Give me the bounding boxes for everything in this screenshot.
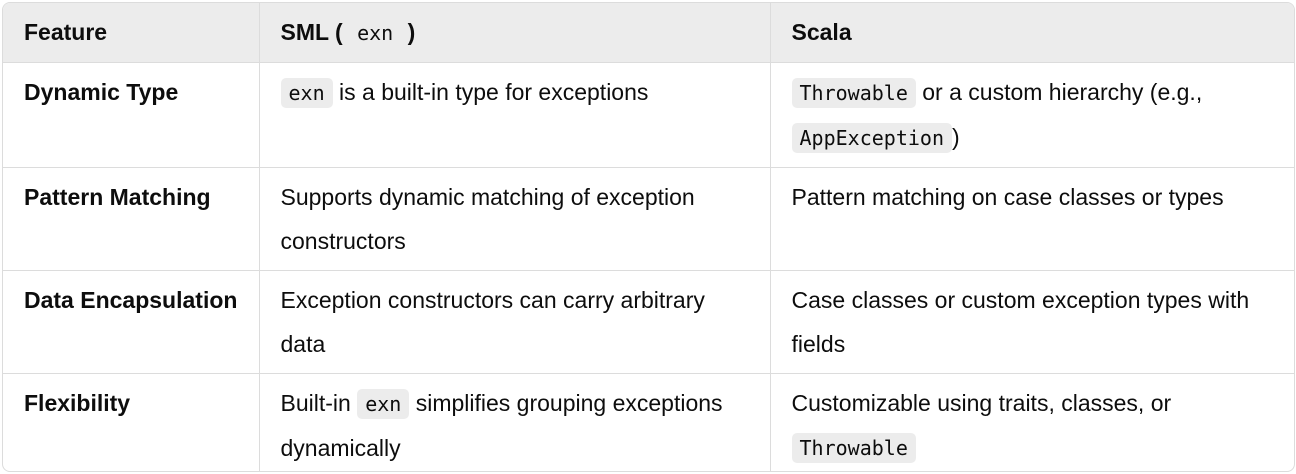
sml-text: simplifies grouping exceptions dynamical… — [280, 390, 723, 461]
header-scala: Scala — [770, 3, 1294, 63]
table-row: Dynamic Type exn is a built-in type for … — [3, 62, 1294, 168]
scala-code: AppException — [791, 123, 952, 153]
scala-text-suffix: ) — [952, 124, 960, 150]
row-scala: Case classes or custom exception types w… — [770, 270, 1294, 374]
header-sml-suffix: ) — [407, 19, 416, 45]
scala-code: Throwable — [791, 433, 916, 463]
row-feature: Flexibility — [3, 373, 260, 471]
row-feature: Dynamic Type — [3, 62, 260, 168]
table-body: Dynamic Type exn is a built-in type for … — [3, 62, 1294, 472]
row-sml: exn is a built-in type for exceptions — [259, 62, 771, 168]
table-header: Feature SML ( exn ) Scala — [3, 3, 1294, 63]
row-feature: Data Encapsulation — [3, 270, 260, 374]
table-row: Data Encapsulation Exception constructor… — [3, 270, 1294, 374]
header-feature: Feature — [3, 3, 260, 63]
row-sml: Built-in exn simplifies grouping excepti… — [259, 373, 771, 471]
row-scala: Customizable using traits, classes, or T… — [770, 374, 1294, 472]
scala-text: or a custom hierarchy (e.g., — [915, 79, 1203, 105]
sml-text-prefix: Built-in — [280, 390, 358, 416]
row-sml: Exception constructors can carry arbitra… — [259, 270, 771, 374]
row-sml: Supports dynamic matching of exception c… — [259, 167, 771, 271]
header-row: Feature SML ( exn ) Scala — [3, 3, 1294, 63]
header-sml-code: exn — [349, 18, 402, 48]
row-scala: Throwable or a custom hierarchy (e.g., A… — [770, 62, 1294, 168]
header-sml: SML ( exn ) — [259, 3, 771, 63]
table-row: Pattern Matching Supports dynamic matchi… — [3, 167, 1294, 271]
sml-text: is a built-in type for exceptions — [332, 79, 649, 105]
sml-code: exn — [280, 78, 333, 108]
table-row: Flexibility Built-in exn simplifies grou… — [3, 373, 1294, 472]
row-feature: Pattern Matching — [3, 167, 260, 271]
scala-code: Throwable — [791, 78, 916, 108]
header-sml-prefix: SML ( — [280, 19, 343, 45]
row-scala: Pattern matching on case classes or type… — [770, 167, 1294, 271]
sml-code: exn — [357, 389, 410, 419]
scala-text: Customizable using traits, classes, or — [791, 390, 1172, 416]
comparison-table: Feature SML ( exn ) Scala Dynamic Type e… — [3, 3, 1294, 472]
